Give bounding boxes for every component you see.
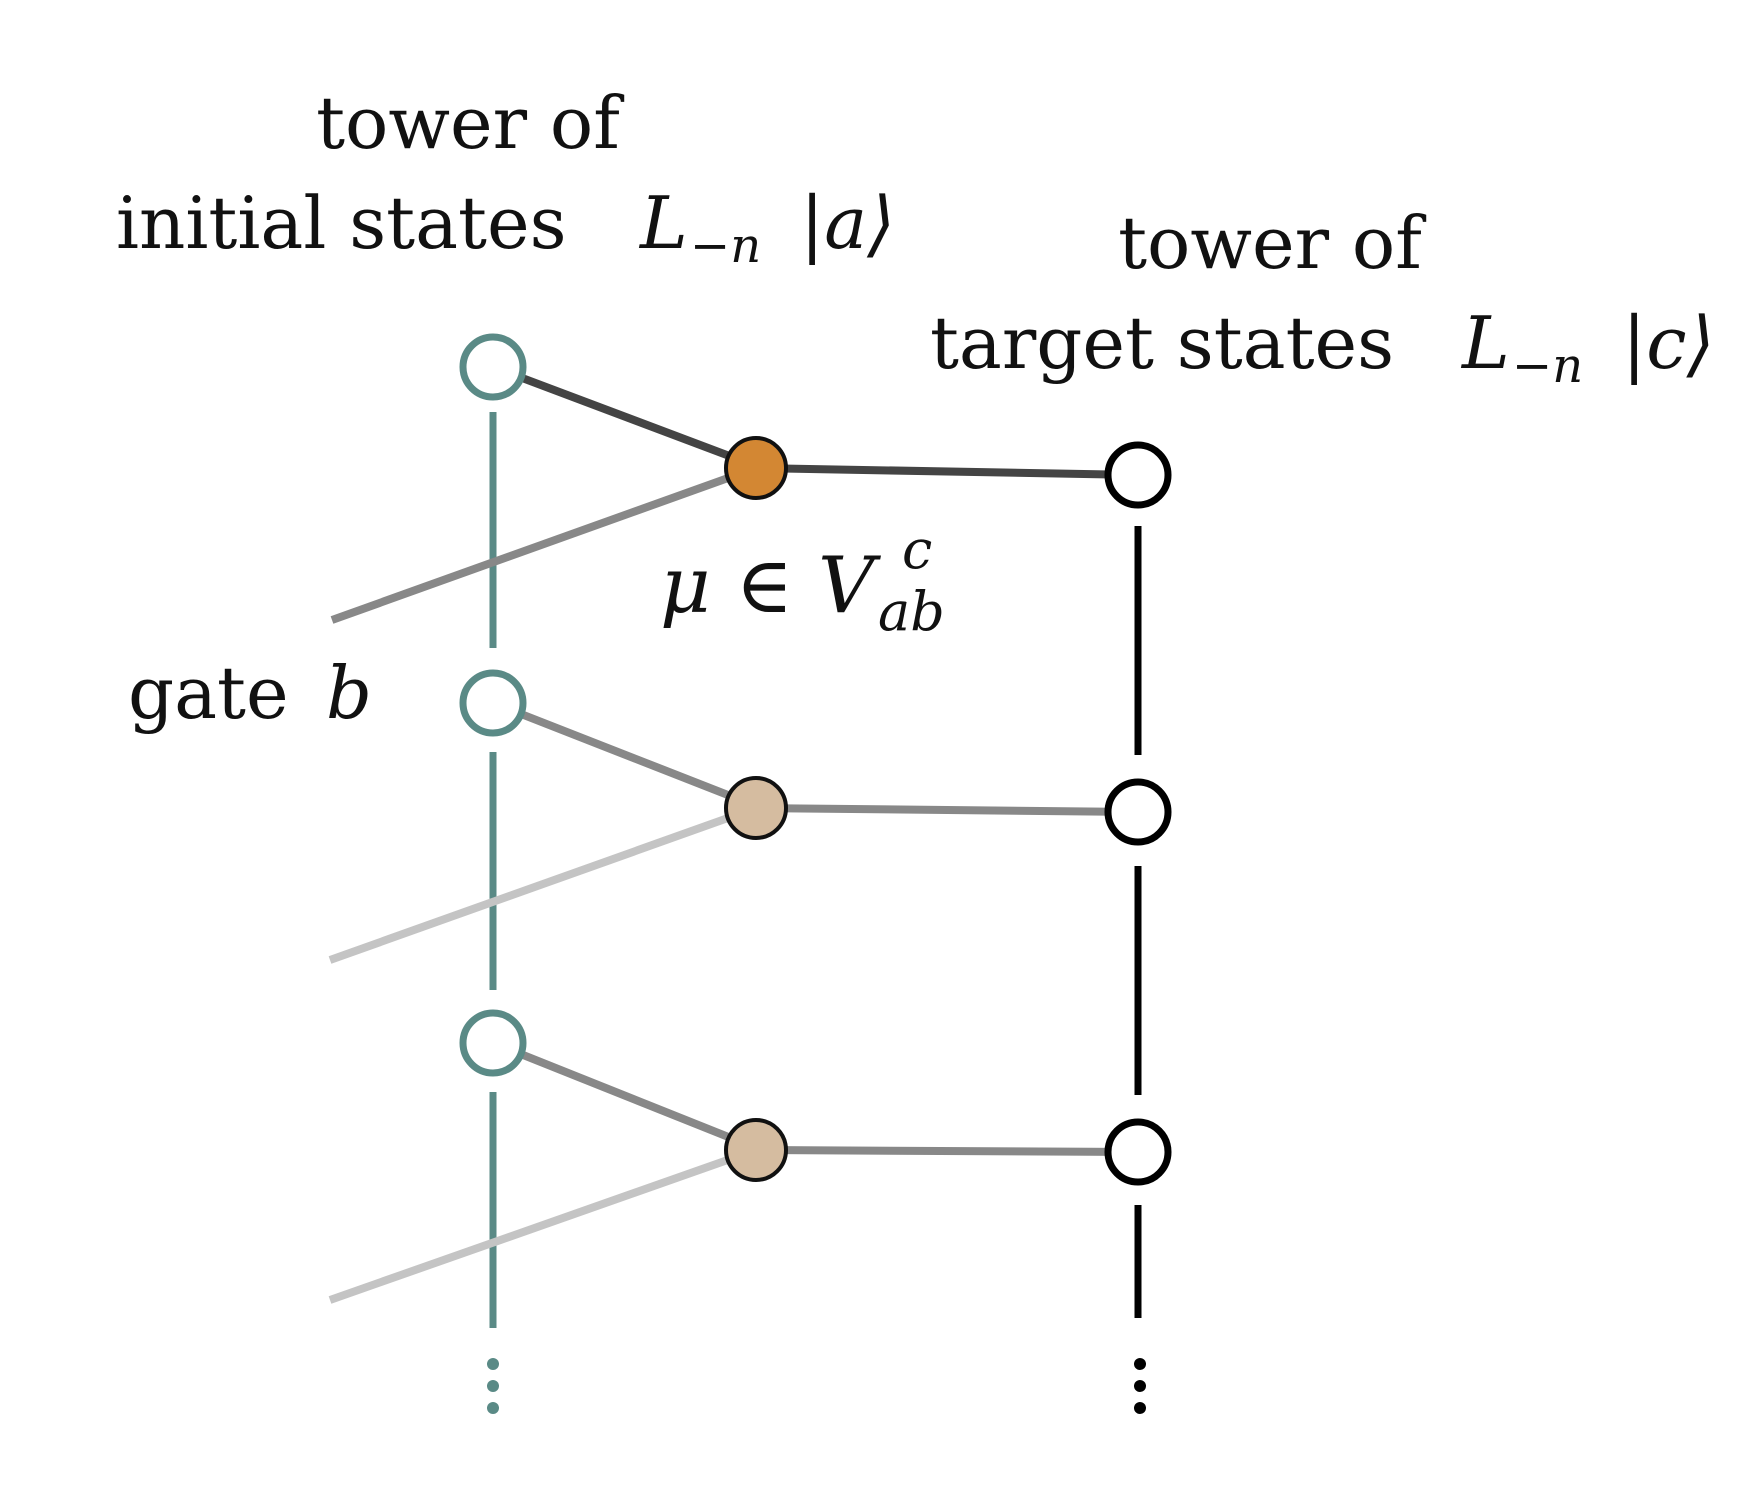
initial-tower-heading-text: initial states [116,181,567,265]
initial-tower-ket: |a⟩ [800,181,895,265]
vertex-label-main: μ ∈ V [660,541,881,631]
vertex-to-target-line-level-1 [755,804,1139,816]
initial-tower-operator: L [638,181,688,265]
target-state-node-level-0 [1104,441,1172,509]
initial-to-vertex-line-level-2 [491,1039,758,1152]
target-state-node-level-1 [1104,778,1172,846]
gate-line-level-2 [328,1146,758,1304]
fusion-vertex-node-level-1 [724,776,788,840]
target-tower-operator-subscript: −n [1512,338,1583,394]
initial-tower-heading-line2: initial states L −n |a⟩ [116,181,895,274]
target-ellipsis-dot-2 [1134,1380,1146,1392]
vertex-to-target-line-level-0 [755,464,1139,479]
initial-to-vertex-line-level-1 [491,699,758,810]
target-tower-heading-line2: target states L −n |c⟩ [930,301,1715,394]
vertex-to-target-line-level-2 [755,1146,1139,1156]
fusion-level-1 [328,669,1172,964]
initial-state-node-level-0 [459,333,527,401]
initial-state-node-level-2 [459,1009,527,1077]
target-tower-heading-text: target states [930,301,1394,385]
target-ellipsis-dot-3 [1134,1402,1146,1414]
initial-tower-ellipsis [487,1358,499,1414]
target-tower-operator: L [1460,301,1510,385]
initial-to-vertex-line-level-0 [491,363,758,470]
vertex-label: μ ∈ V c ab [660,518,945,643]
fusion-vertex-node-level-2 [724,1118,788,1182]
fusion-vertex-node-level-0 [724,436,788,500]
gate-label-text: gate [128,651,289,735]
vertex-label-superscript: c [902,518,932,581]
initial-tower-operator-subscript: −n [690,218,761,274]
initial-tower-heading-line1: tower of [316,81,624,165]
initial-ellipsis-dot-1 [487,1358,499,1370]
initial-state-node-level-1 [459,669,527,737]
gate-line-level-0 [330,464,758,624]
gate-line-level-1 [328,804,758,964]
target-tower-heading-line1: tower of [1118,201,1426,285]
initial-ellipsis-dot-2 [487,1380,499,1392]
target-tower-ellipsis [1134,1358,1146,1414]
initial-ellipsis-dot-3 [487,1402,499,1414]
gate-label-symbol: b [326,651,372,735]
fusion-level-0 [330,333,1172,624]
target-ellipsis-dot-1 [1134,1358,1146,1370]
target-state-node-level-2 [1104,1118,1172,1186]
fusion-level-2 [328,1009,1172,1304]
gate-label: gate b [128,651,372,735]
target-tower-ket: |c⟩ [1622,301,1715,385]
vertex-label-subscript: ab [878,580,945,643]
